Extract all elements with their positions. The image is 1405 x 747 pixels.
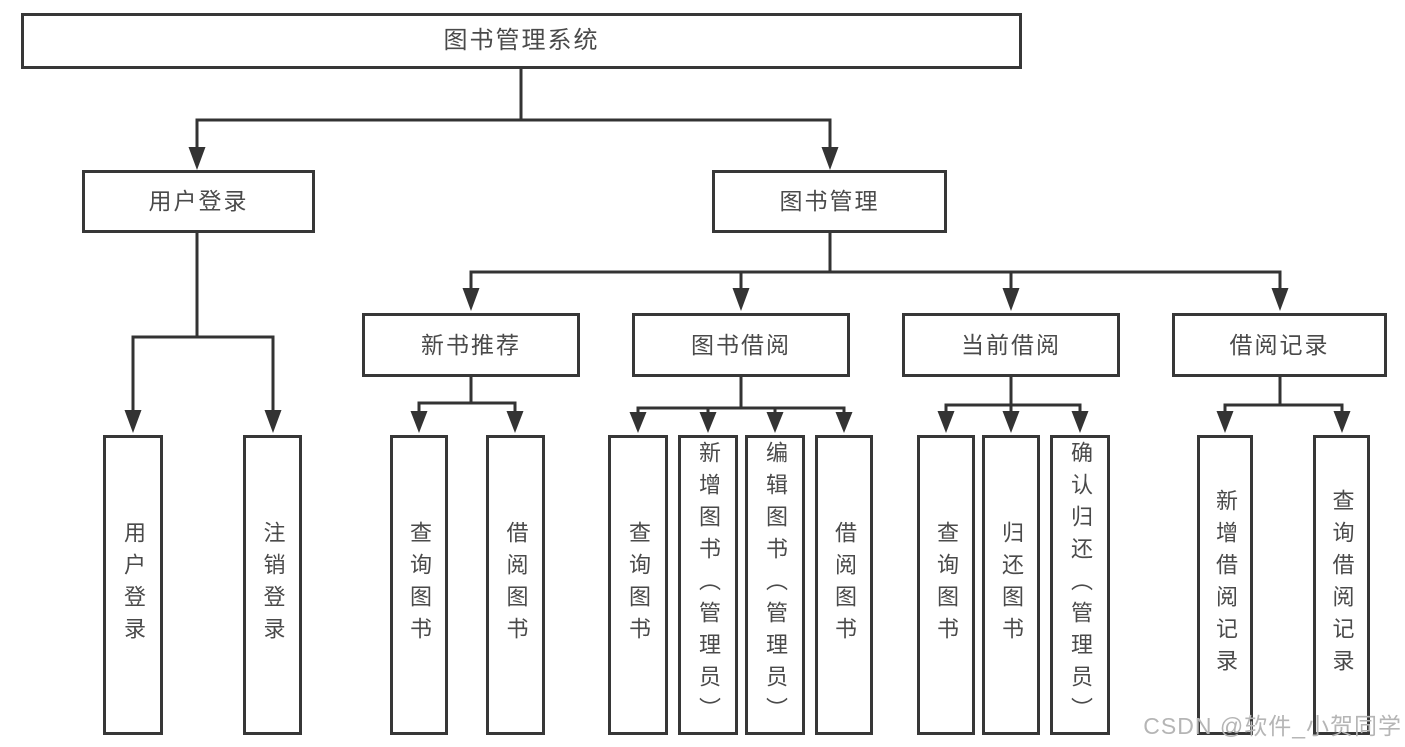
leaf-query-books-borrow-label: 查询图书	[626, 521, 651, 649]
node-current-borrow-label: 当前借阅	[961, 331, 1061, 358]
leaf-logout-label: 注销登录	[260, 521, 286, 649]
node-new-book-recommend: 新书推荐	[362, 313, 580, 377]
leaf-return-book-label: 归还图书	[999, 521, 1024, 649]
node-root-system: 图书管理系统	[21, 13, 1022, 69]
leaf-query-books-borrow: 查询图书	[608, 435, 668, 735]
leaf-confirm-return-admin: 确认归还（管理员）	[1050, 435, 1110, 735]
node-current-borrow: 当前借阅	[902, 313, 1120, 377]
leaf-user-login-label: 用户登录	[121, 521, 146, 649]
leaf-add-book-admin-label: 新增图书（管理员）	[696, 441, 721, 729]
connector-lines	[131, 67, 1344, 415]
leaf-query-borrow-record: 查询借阅记录	[1313, 435, 1370, 735]
leaf-edit-book-admin-label: 编辑图书（管理员）	[763, 441, 788, 729]
node-new-book-recommend-label: 新书推荐	[421, 331, 521, 358]
leaf-query-books-current: 查询图书	[917, 435, 975, 735]
leaf-add-borrow-record: 新增借阅记录	[1197, 435, 1253, 735]
leaf-query-books-recommend: 查询图书	[390, 435, 448, 735]
node-book-borrow: 图书借阅	[632, 313, 850, 377]
node-book-management-label: 图书管理	[779, 188, 880, 214]
leaf-confirm-return-admin-label: 确认归还（管理员）	[1068, 441, 1093, 729]
leaf-return-book: 归还图书	[982, 435, 1040, 735]
node-book-borrow-label: 图书借阅	[691, 331, 791, 358]
csdn-watermark: CSDN @软件_小贺同学	[1143, 713, 1402, 739]
leaf-borrow-books-label: 借阅图书	[832, 521, 857, 649]
node-user-login: 用户登录	[82, 170, 315, 233]
leaf-query-borrow-record-label: 查询借阅记录	[1329, 489, 1355, 681]
node-book-management: 图书管理	[712, 170, 947, 233]
leaf-user-login: 用户登录	[103, 435, 163, 735]
leaf-edit-book-admin: 编辑图书（管理员）	[745, 435, 805, 735]
leaf-borrow-books-recommend: 借阅图书	[486, 435, 545, 735]
arrowheads	[124, 147, 1351, 433]
node-user-login-label: 用户登录	[148, 188, 249, 214]
leaf-add-book-admin: 新增图书（管理员）	[678, 435, 738, 735]
leaf-borrow-books-recommend-label: 借阅图书	[503, 521, 529, 649]
leaf-query-books-recommend-label: 查询图书	[407, 521, 432, 649]
node-borrow-records-label: 借阅记录	[1229, 331, 1330, 358]
node-borrow-records: 借阅记录	[1172, 313, 1387, 377]
leaf-query-books-current-label: 查询图书	[934, 521, 959, 649]
leaf-borrow-books: 借阅图书	[815, 435, 873, 735]
leaf-add-borrow-record-label: 新增借阅记录	[1213, 489, 1238, 681]
node-root-label: 图书管理系统	[443, 27, 600, 54]
leaf-logout: 注销登录	[243, 435, 302, 735]
